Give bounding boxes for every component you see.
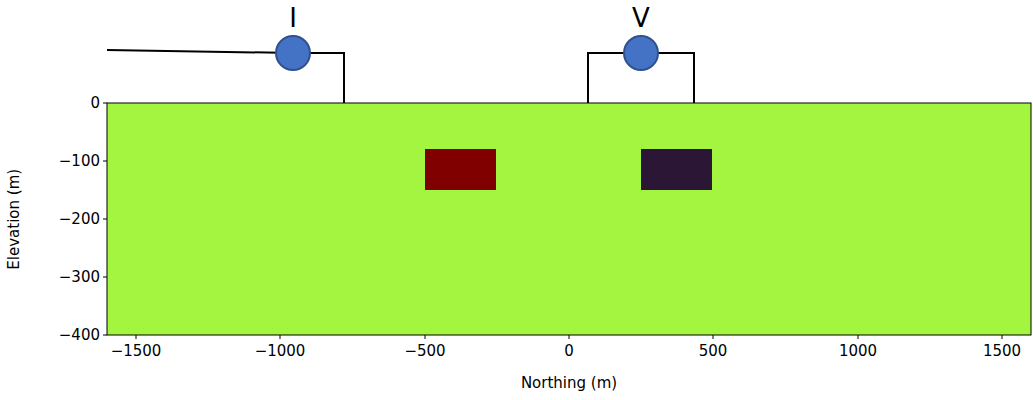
instrument-label: I [274, 5, 312, 31]
resistive-block [641, 149, 712, 190]
y-tick-label: −100 [59, 153, 100, 170]
tick-marks [103, 103, 1002, 339]
instrument-label: V [622, 5, 660, 31]
y-tick-label: −400 [59, 327, 100, 344]
y-tick-label: −200 [59, 211, 100, 228]
axis-title: Northing (m) [521, 375, 617, 392]
y-tick-label: 0 [90, 95, 100, 112]
voltmeter: V [622, 5, 660, 71]
axis-title: Elevation (m) [6, 169, 23, 270]
x-tick-label: −1000 [255, 343, 306, 360]
instrument-circle [276, 36, 310, 70]
x-tick-label: 1500 [983, 343, 1021, 360]
x-tick-label: 0 [564, 343, 574, 360]
current-source: I [274, 5, 312, 71]
x-tick-label: 500 [699, 343, 728, 360]
ground-region [107, 103, 1031, 335]
conductive-block [425, 149, 496, 190]
instrument-circle [624, 36, 658, 70]
electrode-wires [107, 50, 694, 103]
plot-frame [107, 103, 1031, 335]
x-tick-label: 1000 [839, 343, 877, 360]
x-tick-label: −500 [404, 343, 445, 360]
x-tick-label: −1500 [111, 343, 162, 360]
y-tick-label: −300 [59, 269, 100, 286]
